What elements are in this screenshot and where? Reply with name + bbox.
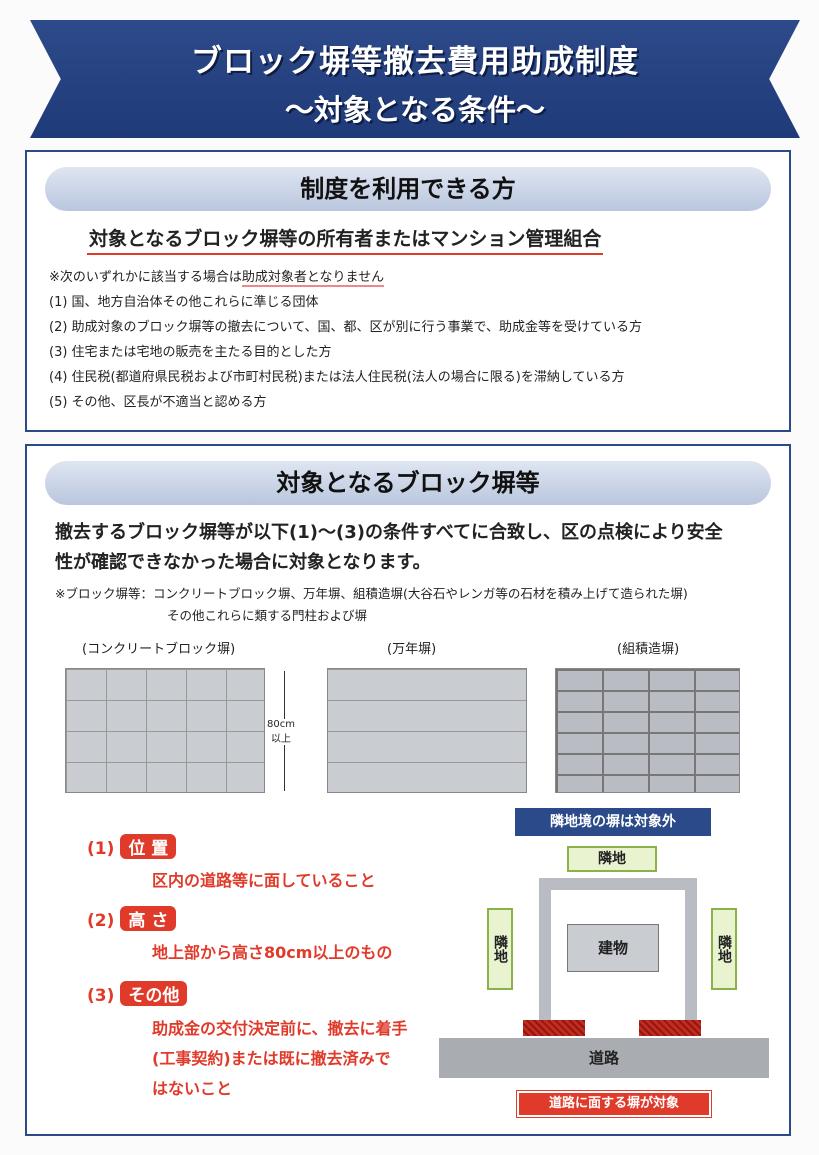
bottom-callout: 道路に面する塀が対象 (516, 1090, 712, 1118)
title-line2: ～対象となる条件～ (284, 93, 546, 127)
title-line1: ブロック塀等撤去費用助成制度 (191, 44, 639, 80)
height-qualifier: 以上 (270, 734, 291, 745)
list-item: (3) 住宅または宅地の販売を主たる目的とした方 (49, 345, 332, 360)
exclusion-note: ※次のいずれかに該当する場合は助成対象者となりません (49, 265, 642, 290)
height-label: 80cm 以上 (267, 719, 295, 745)
wall-outline (539, 878, 697, 1028)
eligible-walls-section: 対象となるブロック塀等 撤去するブロック塀等が以下(1)～(3)の条件すべてに合… (25, 444, 791, 1136)
title-banner: ブロック塀等撤去費用助成制度 ～対象となる条件～ (30, 20, 800, 138)
condition-line: 助成金の交付決定前に、撤去に着手 (152, 1019, 408, 1038)
list-item: (2) 助成対象のブロック塀等の撤去について、国、都、区が別に行う事業で、助成金… (49, 320, 642, 335)
condition-number: (1) (87, 839, 115, 859)
road-facing-wall-left (523, 1020, 585, 1036)
neighbor-left: 隣地 (487, 908, 513, 990)
condition-text: 地上部から高さ80cm以上のもの (152, 943, 393, 962)
condition-other: (3)その他 (87, 981, 188, 1006)
condition-line: (工事契約)または既に撤去済みで (152, 1049, 391, 1068)
condition-tag: その他 (120, 981, 188, 1006)
wall-label-masonry: (組積造塀) (617, 642, 680, 657)
note-line: その他これらに類する門柱および塀 (167, 608, 368, 623)
condition-number: (2) (87, 911, 115, 931)
wall-type-note: ※ブロック塀等：コンクリートブロック塀、万年塀、組積造塀(大谷石やレンガ等の石材… (55, 583, 688, 627)
neighbor-right: 隣地 (711, 908, 737, 990)
building: 建物 (567, 924, 659, 972)
neighbor-top: 隣地 (567, 846, 657, 872)
eligible-applicants-section: 制度を利用できる方 対象となるブロック塀等の所有者またはマンション管理組合 ※次… (25, 150, 791, 432)
condition-text: 区内の道路等に面していること (152, 871, 376, 890)
section-header: 対象となるブロック塀等 (45, 461, 771, 505)
section-subtitle: 対象となるブロック塀等の所有者またはマンション管理組合 (87, 224, 604, 255)
condition-text: 助成金の交付決定前に、撤去に着手 (工事契約)または既に撤去済みではないこと (152, 1014, 408, 1104)
height-value: 80cm (267, 719, 295, 730)
mannen-wall-illustration (327, 668, 527, 793)
road: 道路 (439, 1038, 769, 1078)
concrete-block-wall-illustration (65, 668, 265, 793)
wall-label-concrete: (コンクリートブロック塀) (82, 642, 236, 657)
list-item: (5) その他、区長が不適当と認める方 (49, 395, 267, 410)
lead-line: 撤去するブロック塀等が以下(1)～(3)の条件すべてに合致し、区の点検により安全 (55, 522, 723, 543)
note-emphasis: 助成対象者となりません (241, 270, 385, 287)
road-facing-wall-right (639, 1020, 701, 1036)
top-callout: 隣地境の塀は対象外 (515, 808, 711, 836)
lead-text: 撤去するブロック塀等が以下(1)～(3)の条件すべてに合致し、区の点検により安全… (55, 518, 723, 578)
condition-line: はないこと (152, 1079, 233, 1098)
condition-tag: 位 置 (120, 834, 177, 859)
condition-location: (1)位 置 (87, 834, 177, 859)
list-item: (4) 住民税(都道府県民税および市町村民税)または法人住民税(法人の場合に限る… (49, 370, 625, 385)
condition-number: (3) (87, 986, 115, 1006)
condition-height: (2)高 さ (87, 906, 177, 931)
condition-tag: 高 さ (120, 906, 177, 931)
lead-line: 性が確認できなかった場合に対象となります。 (55, 552, 431, 573)
section-header: 制度を利用できる方 (45, 167, 771, 211)
note-line: ※ブロック塀等：コンクリートブロック塀、万年塀、組積造塀(大谷石やレンガ等の石材… (55, 586, 688, 601)
masonry-wall-illustration (555, 668, 740, 793)
wall-label-mannen: (万年塀) (387, 642, 437, 657)
exclusion-list: ※次のいずれかに該当する場合は助成対象者となりません (1) 国、地方自治体その… (49, 265, 642, 415)
list-item: (1) 国、地方自治体その他これらに準じる団体 (49, 295, 319, 310)
note-prefix: ※次のいずれかに該当する場合は (49, 270, 242, 285)
